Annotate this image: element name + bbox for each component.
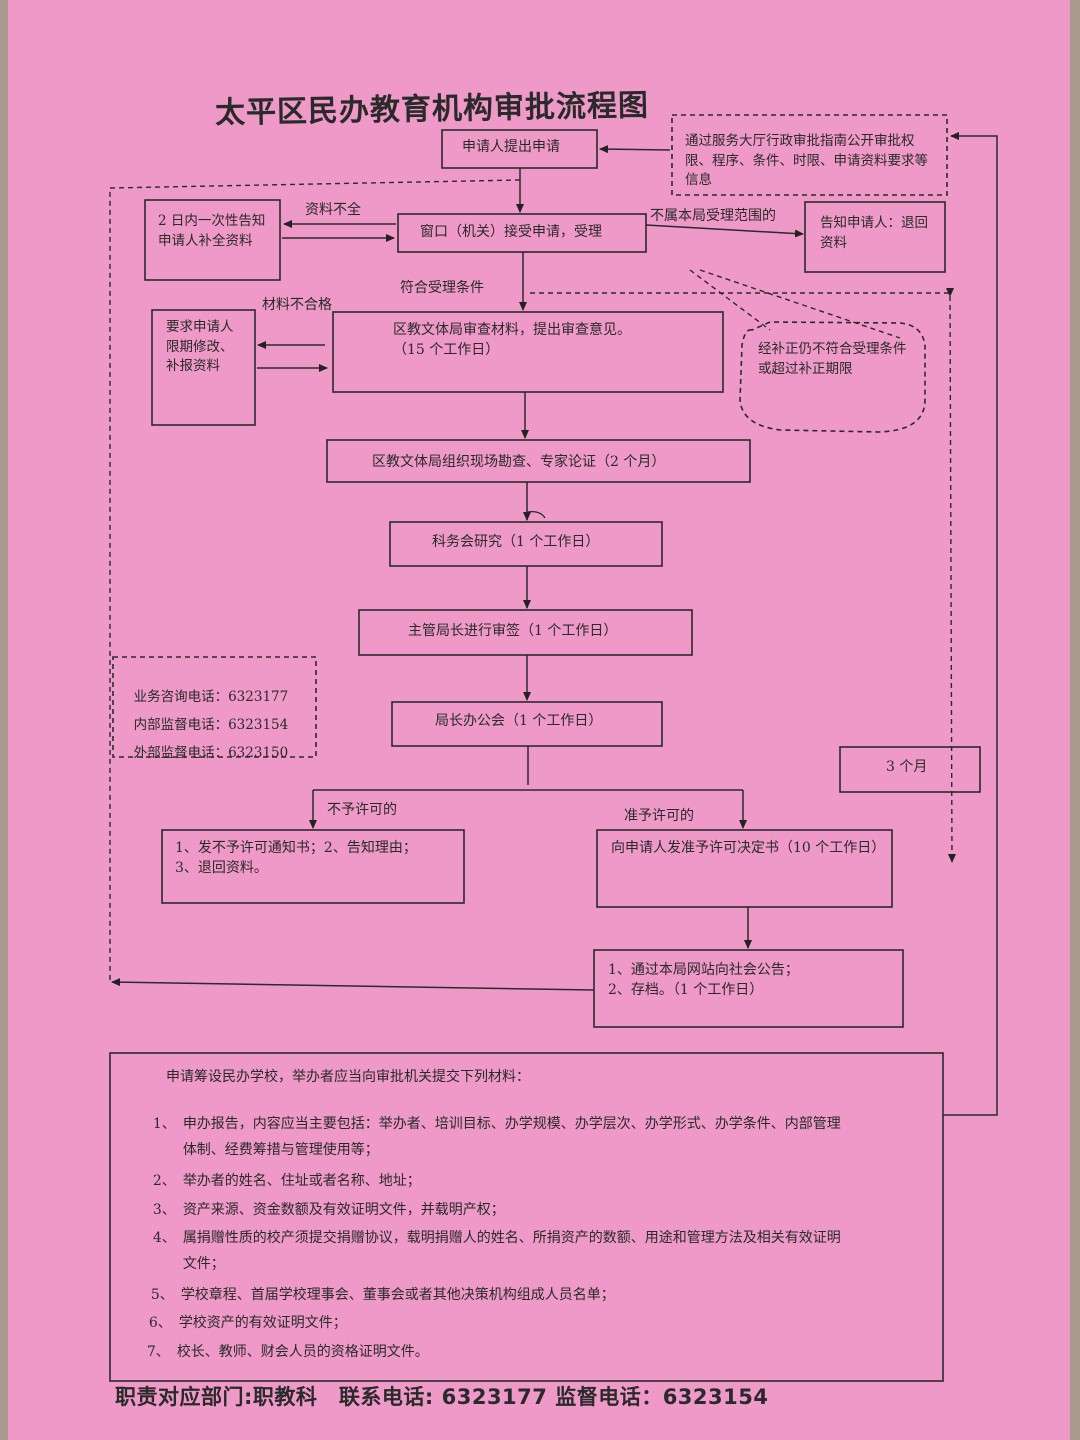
page-title: 太平区民办教育机构审批流程图 xyxy=(214,88,650,131)
step-window: 窗口（机关）接受申请，受理 xyxy=(420,224,602,240)
box-notify-supplement xyxy=(144,199,281,281)
box-approve-decision xyxy=(596,829,893,908)
label-unqualified: 材料不合格 xyxy=(262,297,332,313)
box-site-inspection xyxy=(326,439,751,483)
box-bureau-meeting xyxy=(391,701,663,747)
publish-text: 1、通过本局网站向社会公告； 2、存档。（1 个工作日） xyxy=(608,962,799,999)
label-approve: 准予许可的 xyxy=(624,808,694,824)
box-publish xyxy=(593,949,904,1028)
document-sheet xyxy=(8,0,1070,1440)
notify-return-text: 告知申请人：退回资料 xyxy=(820,215,928,251)
label-not-in-scope: 不属本局受理范围的 xyxy=(650,208,776,224)
list-item: 文件； xyxy=(182,1255,225,1272)
box-require-modify xyxy=(151,309,256,426)
box-director-sign xyxy=(358,609,693,656)
section-meeting-text: 科务会研究（1 个工作日） xyxy=(432,534,600,550)
box-deny-actions xyxy=(161,829,465,904)
box-notify-return xyxy=(804,201,946,273)
box-reject-note xyxy=(739,321,926,433)
list-item: 1、申办报告，内容应当主要包括：举办者、培训目标、办学规模、办学层次、办学形式、… xyxy=(152,1115,841,1132)
materials-intro: 申请筹设民办学校，举办者应当向审批机关提交下列材料： xyxy=(166,1069,530,1085)
bureau-meeting-text: 局长办公会（1 个工作日） xyxy=(435,713,603,729)
list-item: 4、属捐赠性质的校产须提交捐赠协议，载明捐赠人的姓名、所捐资产的数额、用途和管理… xyxy=(152,1229,841,1246)
list-item: 2、举办者的姓名、住址或者名称、地址； xyxy=(152,1172,421,1189)
box-materials xyxy=(109,1052,944,1382)
footer-contact: 职责对应部门:职教科 联系电话: 6323177 监督电话：6323154 xyxy=(115,1385,769,1409)
label-accept-conditions: 符合受理条件 xyxy=(400,280,484,296)
info-guide-text: 通过服务大厅行政审批指南公开审批权限、程序、条件、时限、申请资料要求等信息 xyxy=(685,133,928,189)
box-info-guide xyxy=(671,114,948,196)
reject-note-text: 经补正仍不符合受理条件或超过补正期限 xyxy=(758,341,907,377)
list-item: 7、校长、教师、财会人员的资格证明文件。 xyxy=(146,1343,429,1360)
box-contacts xyxy=(112,656,317,758)
list-item: 3、资产来源、资金数额及有效证明文件，并载明产权； xyxy=(152,1201,505,1218)
list-item: 6、学校资产的有效证明文件； xyxy=(148,1314,347,1331)
box-review xyxy=(332,311,724,393)
box-three-months xyxy=(839,746,981,793)
review-text: 区教文体局审查材料，提出审查意见。 （15 个工作日） xyxy=(393,322,631,359)
list-item: 5、学校章程、首届学校理事会、董事会或者其他决策机构组成人员名单； xyxy=(150,1286,615,1303)
contact-consult: 业务咨询电话：6323177 xyxy=(133,688,289,705)
director-sign-text: 主管局长进行审签（1 个工作日） xyxy=(408,623,618,639)
notify-supplement-text: 2 日内一次性告知申请人补全资料 xyxy=(158,213,266,249)
three-months-text: 3 个月 xyxy=(886,759,928,775)
box-window-accept xyxy=(397,213,647,253)
label-incomplete: 资料不全 xyxy=(305,202,361,218)
site-inspection-text: 区教文体局组织现场勘查、专家论证（2 个月） xyxy=(372,454,666,470)
deny-actions-text: 1、发不予许可通知书；2、告知理由； 3、退回资料。 xyxy=(175,840,417,877)
label-deny: 不予许可的 xyxy=(327,802,397,818)
step-apply: 申请人提出申请 xyxy=(462,139,560,155)
box-section-meeting xyxy=(389,521,663,567)
contact-external: 外部监督电话：6323150 xyxy=(133,744,289,761)
list-item: 体制、经费筹措与管理使用等； xyxy=(182,1141,379,1158)
require-modify-text: 要求申请人限期修改、补报资料 xyxy=(166,319,234,375)
contact-internal: 内部监督电话：6323154 xyxy=(133,716,289,733)
approve-decision-text: 向申请人发准予许可决定书（10 个工作日） xyxy=(611,840,886,856)
